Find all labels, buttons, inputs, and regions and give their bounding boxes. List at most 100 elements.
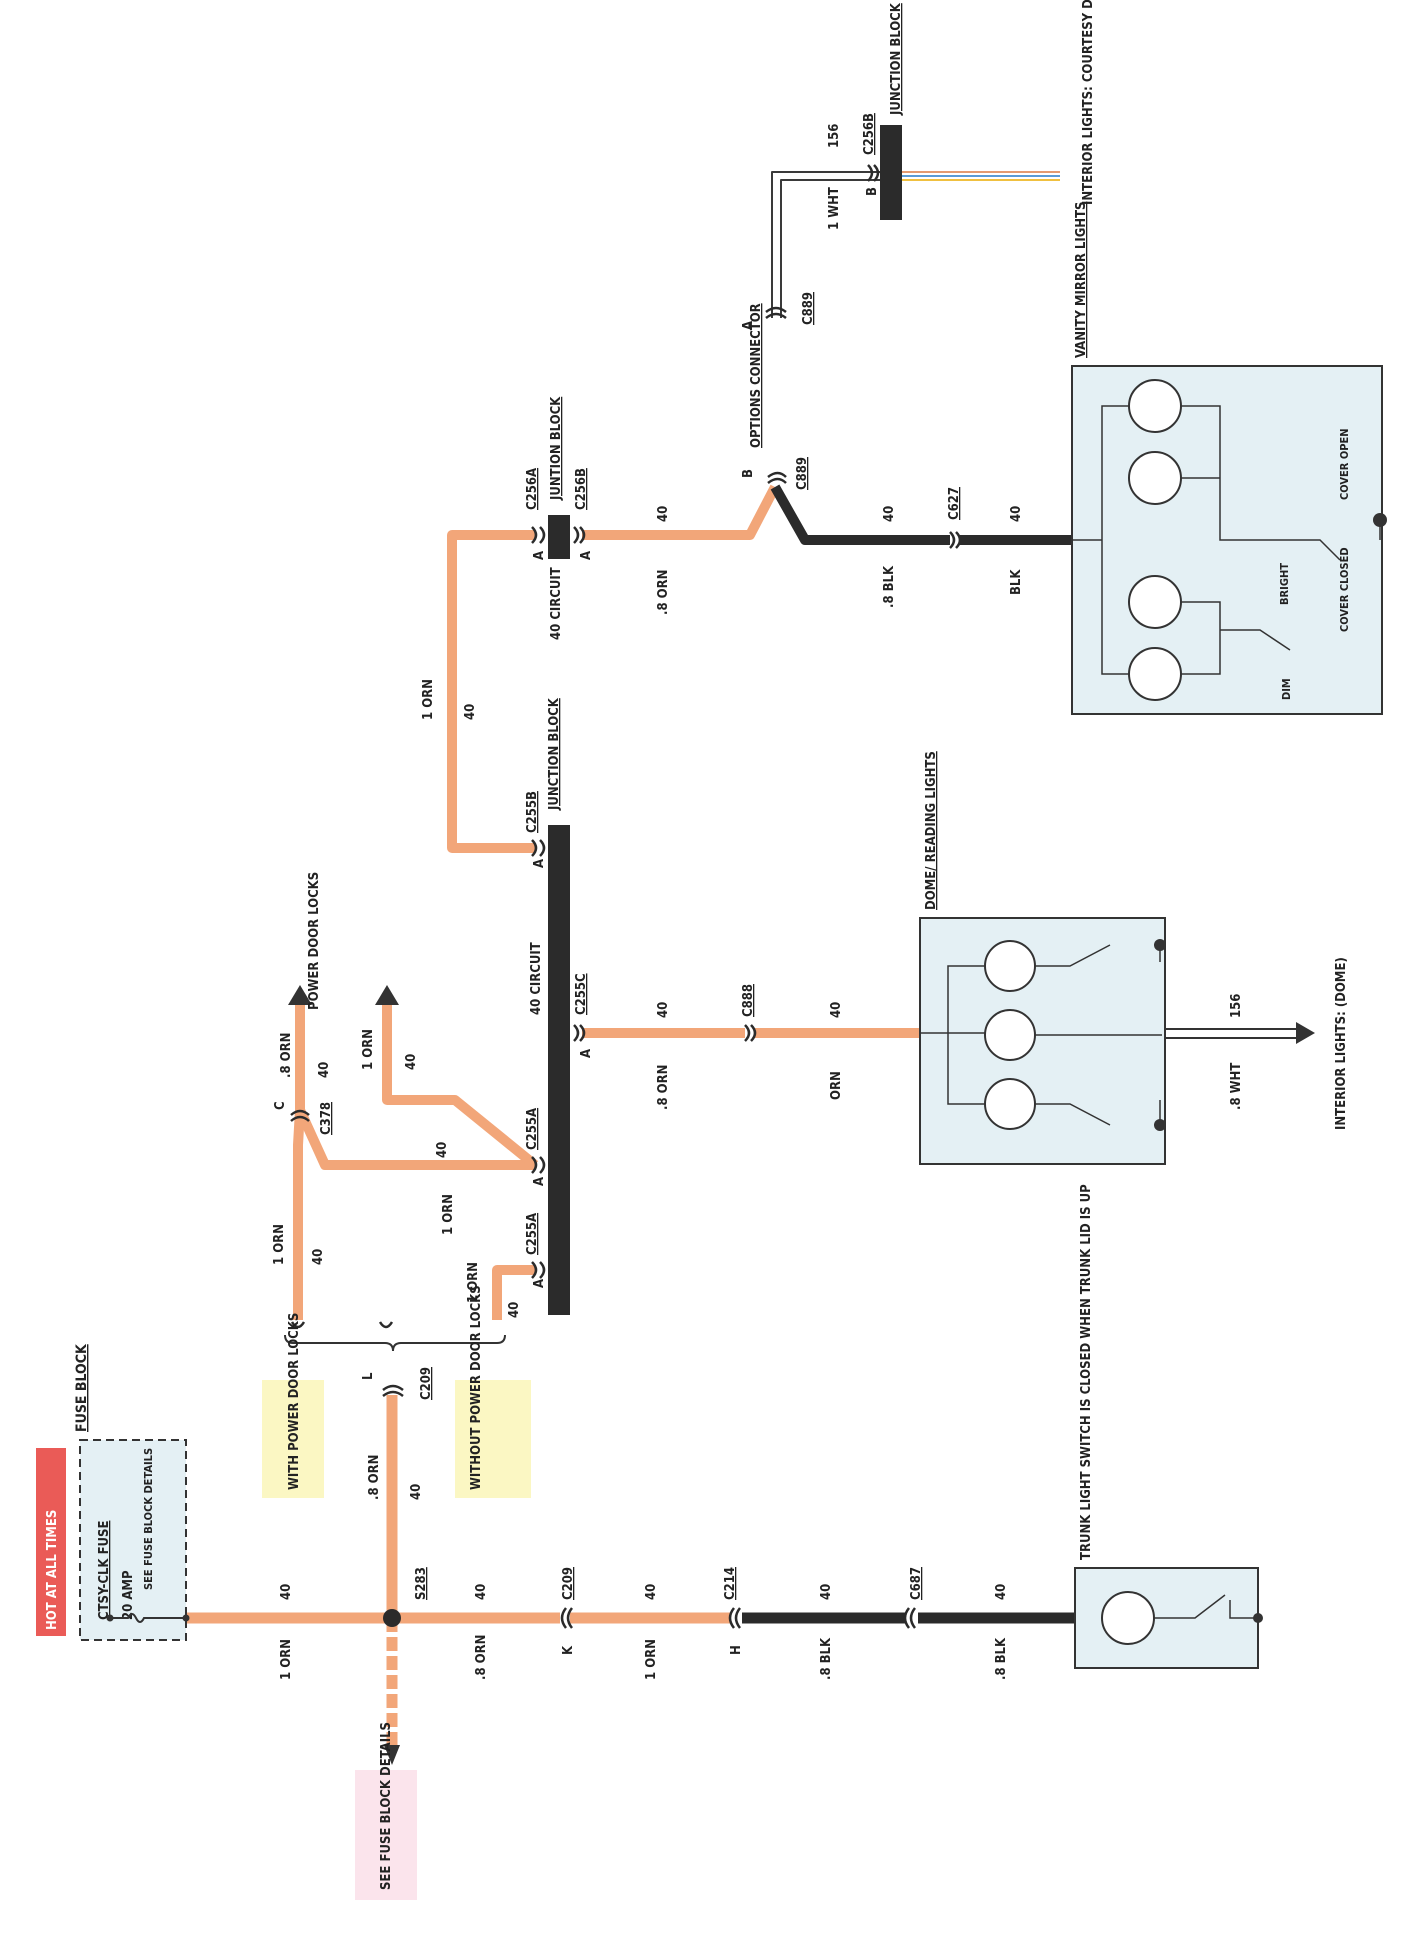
vanity-internal-wiring xyxy=(1072,405,1381,675)
pin-a-7: A xyxy=(741,321,756,330)
fuse-name: CTSY-CLK FUSE xyxy=(97,1521,112,1620)
dome-ground-1-icon xyxy=(1154,939,1166,951)
wire-label-08orn-b: .8 ORN xyxy=(367,1455,382,1500)
c255a1-mark xyxy=(531,1261,546,1279)
splice-s283 xyxy=(383,1609,401,1627)
junction-block-label-3: JUNCTION BLOCK xyxy=(889,2,904,116)
arrow-pdl-1 xyxy=(288,985,312,1005)
pin-k: K xyxy=(561,1645,576,1655)
trunk-bulb-icon xyxy=(1101,1591,1155,1645)
wire-label-1wht: 1 WHT xyxy=(827,187,842,230)
vanity-ground-icon xyxy=(1373,513,1387,527)
wire-label-40-a: 40 xyxy=(279,1584,294,1600)
label-c627: C627 xyxy=(947,487,962,520)
vanity-bulb-1-icon xyxy=(1128,379,1182,433)
wire-label-40-e: 40 xyxy=(994,1584,1009,1600)
fuse-terminal-dot xyxy=(106,1614,114,1622)
connector-labels: S283 C209 C214 C687 C209 C378 C255A C255… xyxy=(273,113,962,1655)
wire-label-08orn-d: .8 ORN xyxy=(656,1065,671,1110)
c255a2-mark xyxy=(531,1156,546,1174)
note-without-pdl-bg xyxy=(455,1380,531,1498)
wire-label-40-d: 40 xyxy=(819,1584,834,1600)
c687-mark xyxy=(903,1607,917,1629)
wire-c256b-to-c889 xyxy=(582,484,780,540)
vanity-cover-closed-label: COVER CLOSED xyxy=(1338,547,1351,632)
wire-label-40-k: 40 xyxy=(404,1054,419,1070)
c255c-mark xyxy=(573,1024,586,1042)
wire-label-40-h: 40 xyxy=(435,1142,450,1158)
wire-pdl-branch xyxy=(293,1109,305,1320)
c209l-mark xyxy=(382,1384,404,1398)
label-c687: C687 xyxy=(909,1567,924,1600)
wire-label-1orn-f: 1 ORN xyxy=(361,1029,376,1070)
connector-marks xyxy=(290,164,962,1629)
junction-block-label-1: JUNCTION BLOCK xyxy=(547,697,562,811)
vanity-bulb-2-icon xyxy=(1128,451,1182,505)
wire-label-40-l: 40 xyxy=(656,1002,671,1018)
wire-label-156-b: 156 xyxy=(827,124,842,148)
junction-block-label-2: JUNTION BLOCK xyxy=(549,396,564,501)
wire-label-1orn-e: 1 ORN xyxy=(466,1262,481,1303)
wire-label-1orn-d: 1 ORN xyxy=(441,1194,456,1235)
vanity-bulbs xyxy=(1128,379,1182,701)
fuse-terminal-dot xyxy=(182,1614,190,1622)
arrow-pdl-2 xyxy=(375,985,399,1005)
c378-mark xyxy=(290,1109,310,1122)
pin-h: H xyxy=(729,1645,744,1655)
wire-label-08orn-c: .8 ORN xyxy=(279,1033,294,1078)
wire-label-40-c: 40 xyxy=(644,1584,659,1600)
label-c214: C214 xyxy=(723,1567,738,1600)
arrow-dome-156 xyxy=(1296,1022,1315,1044)
wire-c889a-to-c256b-2 xyxy=(780,179,880,318)
note-with-pdl: WITH POWER DOOR LOCKS xyxy=(287,1313,302,1490)
c214-mark xyxy=(728,1607,742,1629)
c256b-mark xyxy=(573,526,586,544)
vanity-bulb-3-icon xyxy=(1128,575,1182,629)
fuse-amp: 20 AMP xyxy=(121,1570,136,1620)
fuse-symbol-icon xyxy=(112,1613,187,1623)
label-c256b-top: C256B xyxy=(862,113,877,155)
fuse-block-title: FUSE BLOCK xyxy=(74,1343,90,1432)
trunk-light-title: TRUNK LIGHT SWITCH IS CLOSED WHEN TRUNK … xyxy=(1079,1184,1094,1560)
vanity-bright-label: BRIGHT xyxy=(1278,563,1291,605)
wire-pdl-2 xyxy=(382,1005,539,1169)
interior-lights-dome-label: INTERIOR LIGHTS: (DOME) xyxy=(1334,957,1349,1130)
wire-label-1orn-a: 1 ORN xyxy=(279,1639,294,1680)
trunk-ground-icon xyxy=(1253,1613,1263,1623)
hot-at-all-times-badge xyxy=(36,1448,66,1636)
dome-bulb-3-icon xyxy=(984,1078,1036,1130)
options-connector-label: OPTIONS CONNECTOR xyxy=(749,303,764,448)
wire-label-40-p: 40 xyxy=(882,506,897,522)
label-c378: C378 xyxy=(319,1102,334,1135)
c256b-top-mark xyxy=(867,164,880,182)
label-c888: C888 xyxy=(741,984,756,1017)
bracket-options xyxy=(284,1334,506,1352)
wire-label-blk: BLK xyxy=(1009,569,1024,595)
note-see-fuse-bg xyxy=(355,1770,417,1900)
wire-label-08wht: .8 WHT xyxy=(1229,1063,1244,1110)
dome-bulb-1-icon xyxy=(984,940,1036,992)
vanity-dim-label: DIM xyxy=(1280,678,1293,700)
hot-at-all-times-label: HOT AT ALL TIMES xyxy=(45,1510,60,1630)
power-door-locks-label: POWER DOOR LOCKS xyxy=(307,872,322,1010)
circuit-40-label-1: 40 CIRCUIT xyxy=(529,942,544,1015)
wire-label-40-i: 40 xyxy=(507,1302,522,1318)
wire-label-40-o: 40 xyxy=(656,506,671,522)
fuse-block-details: SEE FUSE BLOCK DETAILS xyxy=(142,1448,155,1590)
wire-label-1orn-b: 1 ORN xyxy=(644,1639,659,1680)
pin-a-6: A xyxy=(579,551,594,560)
c255a-out-mark xyxy=(290,1321,394,1329)
label-c209-k: C209 xyxy=(561,1567,576,1600)
wire-label-08blk-b: .8 BLK xyxy=(994,1637,1009,1680)
label-c256a: C256A xyxy=(525,468,540,510)
pin-a-5: A xyxy=(532,551,547,560)
label-c209-l: C209 xyxy=(419,1367,434,1400)
wire-labels: 1 ORN 40 .8 ORN 40 1 ORN 40 .8 BLK 40 .8… xyxy=(272,124,1244,1680)
wire-dome-156 xyxy=(1162,1028,1298,1039)
note-with-pdl-bg xyxy=(262,1380,324,1498)
wire-label-40-g: 40 xyxy=(311,1249,326,1265)
c889-mark xyxy=(767,471,787,485)
label-c255a-1: C255A xyxy=(525,1213,540,1255)
fuse-block-box xyxy=(79,1439,187,1641)
